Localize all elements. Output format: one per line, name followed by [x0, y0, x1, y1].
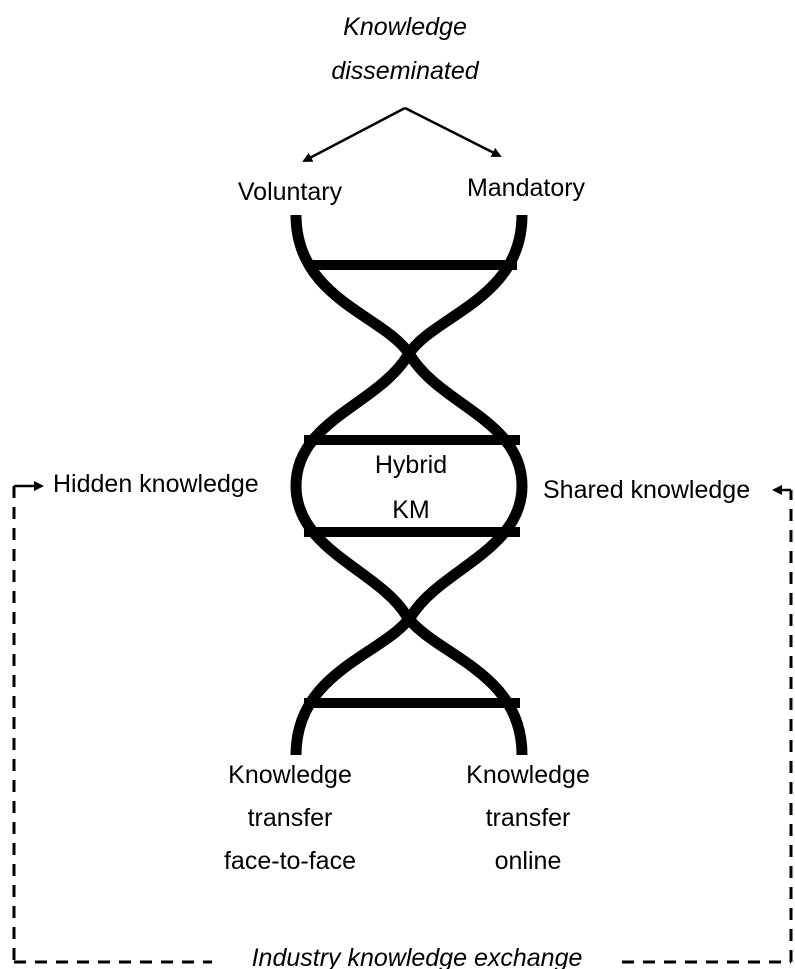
bottom-right-label-line-3: online: [495, 847, 562, 875]
arrow-to-voluntary: [302, 106, 406, 163]
bottom-right-label-line-2: transfer: [486, 804, 571, 832]
bottom-right-label-line-1: Knowledge: [466, 761, 590, 789]
feedback-loop: [12, 481, 793, 964]
split-arrows: [302, 106, 502, 163]
arrow-to-mandatory: [404, 106, 502, 158]
voluntary-label: Voluntary: [238, 178, 343, 206]
center-label-line-1: Hybrid: [375, 451, 447, 479]
helix-strand-b: [290, 214, 528, 756]
top-title-line-1: Knowledge: [343, 13, 467, 41]
bottom-left-label-line-3: face-to-face: [224, 847, 356, 875]
hidden-knowledge-label: Hidden knowledge: [53, 470, 259, 498]
shared-knowledge-label: Shared knowledge: [543, 476, 750, 504]
center-label-line-2: KM: [392, 496, 430, 524]
dna-helix: [290, 214, 528, 756]
bottom-left-label-line-2: transfer: [248, 804, 333, 832]
bottom-left-label-line-1: Knowledge: [228, 761, 352, 789]
bottom-title: Industry knowledge exchange: [252, 944, 583, 969]
top-title-line-2: disseminated: [331, 57, 479, 85]
mandatory-label: Mandatory: [467, 174, 586, 202]
helix-strand-a: [290, 214, 528, 756]
